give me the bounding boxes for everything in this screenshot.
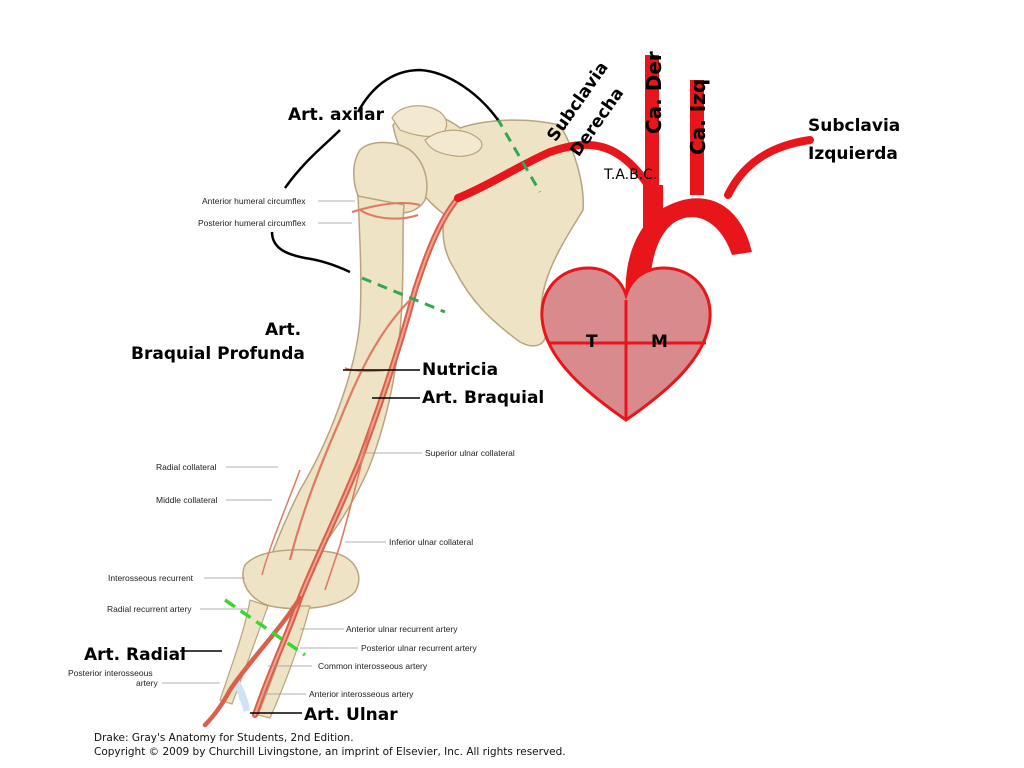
subclavia-izquierda-vessel: [724, 136, 814, 199]
label-ca-der: Ca. Der: [642, 51, 666, 134]
label-posterior-interosseous-artery-1: Posterior interosseous: [68, 668, 153, 678]
small-label-leaders: [162, 200, 422, 695]
brachial-artery-highlight: [254, 197, 459, 716]
coracoid: [424, 129, 483, 157]
elbow: [242, 549, 360, 610]
label-radial-recurrent-artery: Radial recurrent artery: [107, 604, 192, 614]
subclavia-derecha-vessel: [454, 140, 654, 202]
label-radial-collateral: Radial collateral: [156, 462, 217, 472]
label-interosseous-recurrent: Interosseous recurrent: [108, 573, 194, 583]
label-art-radial: Art. Radial: [84, 645, 186, 665]
credit-line-1: Drake: Gray's Anatomy for Students, 2nd …: [94, 732, 354, 744]
ulnar-collateral-arteries: [324, 419, 373, 591]
credit-line-2: Copyright © 2009 by Churchill Livingston…: [94, 746, 566, 758]
carotida-derecha-vessel: [645, 55, 659, 190]
dash-elbow: [224, 598, 306, 657]
label-middle-collateral: Middle collateral: [156, 495, 218, 505]
interosseous-membrane: [232, 678, 250, 712]
label-art-ulnar: Art. Ulnar: [304, 705, 398, 725]
radius: [219, 599, 269, 705]
humeral-head: [353, 141, 428, 214]
label-art-axilar: Art. axilar: [288, 105, 384, 125]
label-anterior-humeral-circumflex: Anterior humeral circumflex: [202, 196, 306, 206]
label-braquial-profunda-2: Braquial Profunda: [131, 344, 305, 364]
profunda-brachii-artery: [288, 299, 411, 561]
label-subclavia-izquierda-1: Subclavia: [808, 116, 901, 136]
label-ca-izq: Ca. Izq: [686, 78, 710, 155]
label-inferior-ulnar-collateral: Inferior ulnar collateral: [389, 537, 474, 547]
label-common-interosseous-artery: Common interosseous artery: [318, 661, 428, 671]
label-art-braquial: Art. Braquial: [422, 388, 545, 408]
radial-collateral-artery: [261, 469, 301, 576]
carotida-izquierda-vessel: [690, 80, 704, 195]
dash-axilar-end: [361, 276, 446, 314]
circumflex-arteries: [351, 202, 421, 220]
label-posterior-humeral-circumflex: Posterior humeral circumflex: [198, 218, 306, 228]
dash-subclavia: [495, 117, 542, 193]
label-nutricia: Nutricia: [422, 360, 499, 380]
acromion: [391, 105, 448, 138]
label-posterior-interosseous-artery-2: artery: [136, 678, 158, 688]
axilar-bracket: [283, 68, 500, 189]
radial-artery: [202, 595, 303, 728]
label-heart-m: M: [651, 332, 668, 352]
label-anterior-ulnar-recurrent-artery: Anterior ulnar recurrent artery: [346, 624, 458, 634]
label-superior-ulnar-collateral: Superior ulnar collateral: [425, 448, 515, 458]
label-posterior-ulnar-recurrent-artery: Posterior ulnar recurrent artery: [361, 643, 477, 653]
label-anterior-interosseous-artery: Anterior interosseous artery: [309, 689, 414, 699]
label-heart-t: T: [586, 332, 598, 352]
label-subclavia-izquierda-2: Izquierda: [808, 144, 898, 164]
aortic-arch: [625, 198, 752, 345]
label-braquial-profunda-1: Art.: [265, 320, 302, 340]
label-tabc: T.A.B.C.: [604, 167, 658, 183]
axilar-lower-bracket: [270, 231, 351, 274]
